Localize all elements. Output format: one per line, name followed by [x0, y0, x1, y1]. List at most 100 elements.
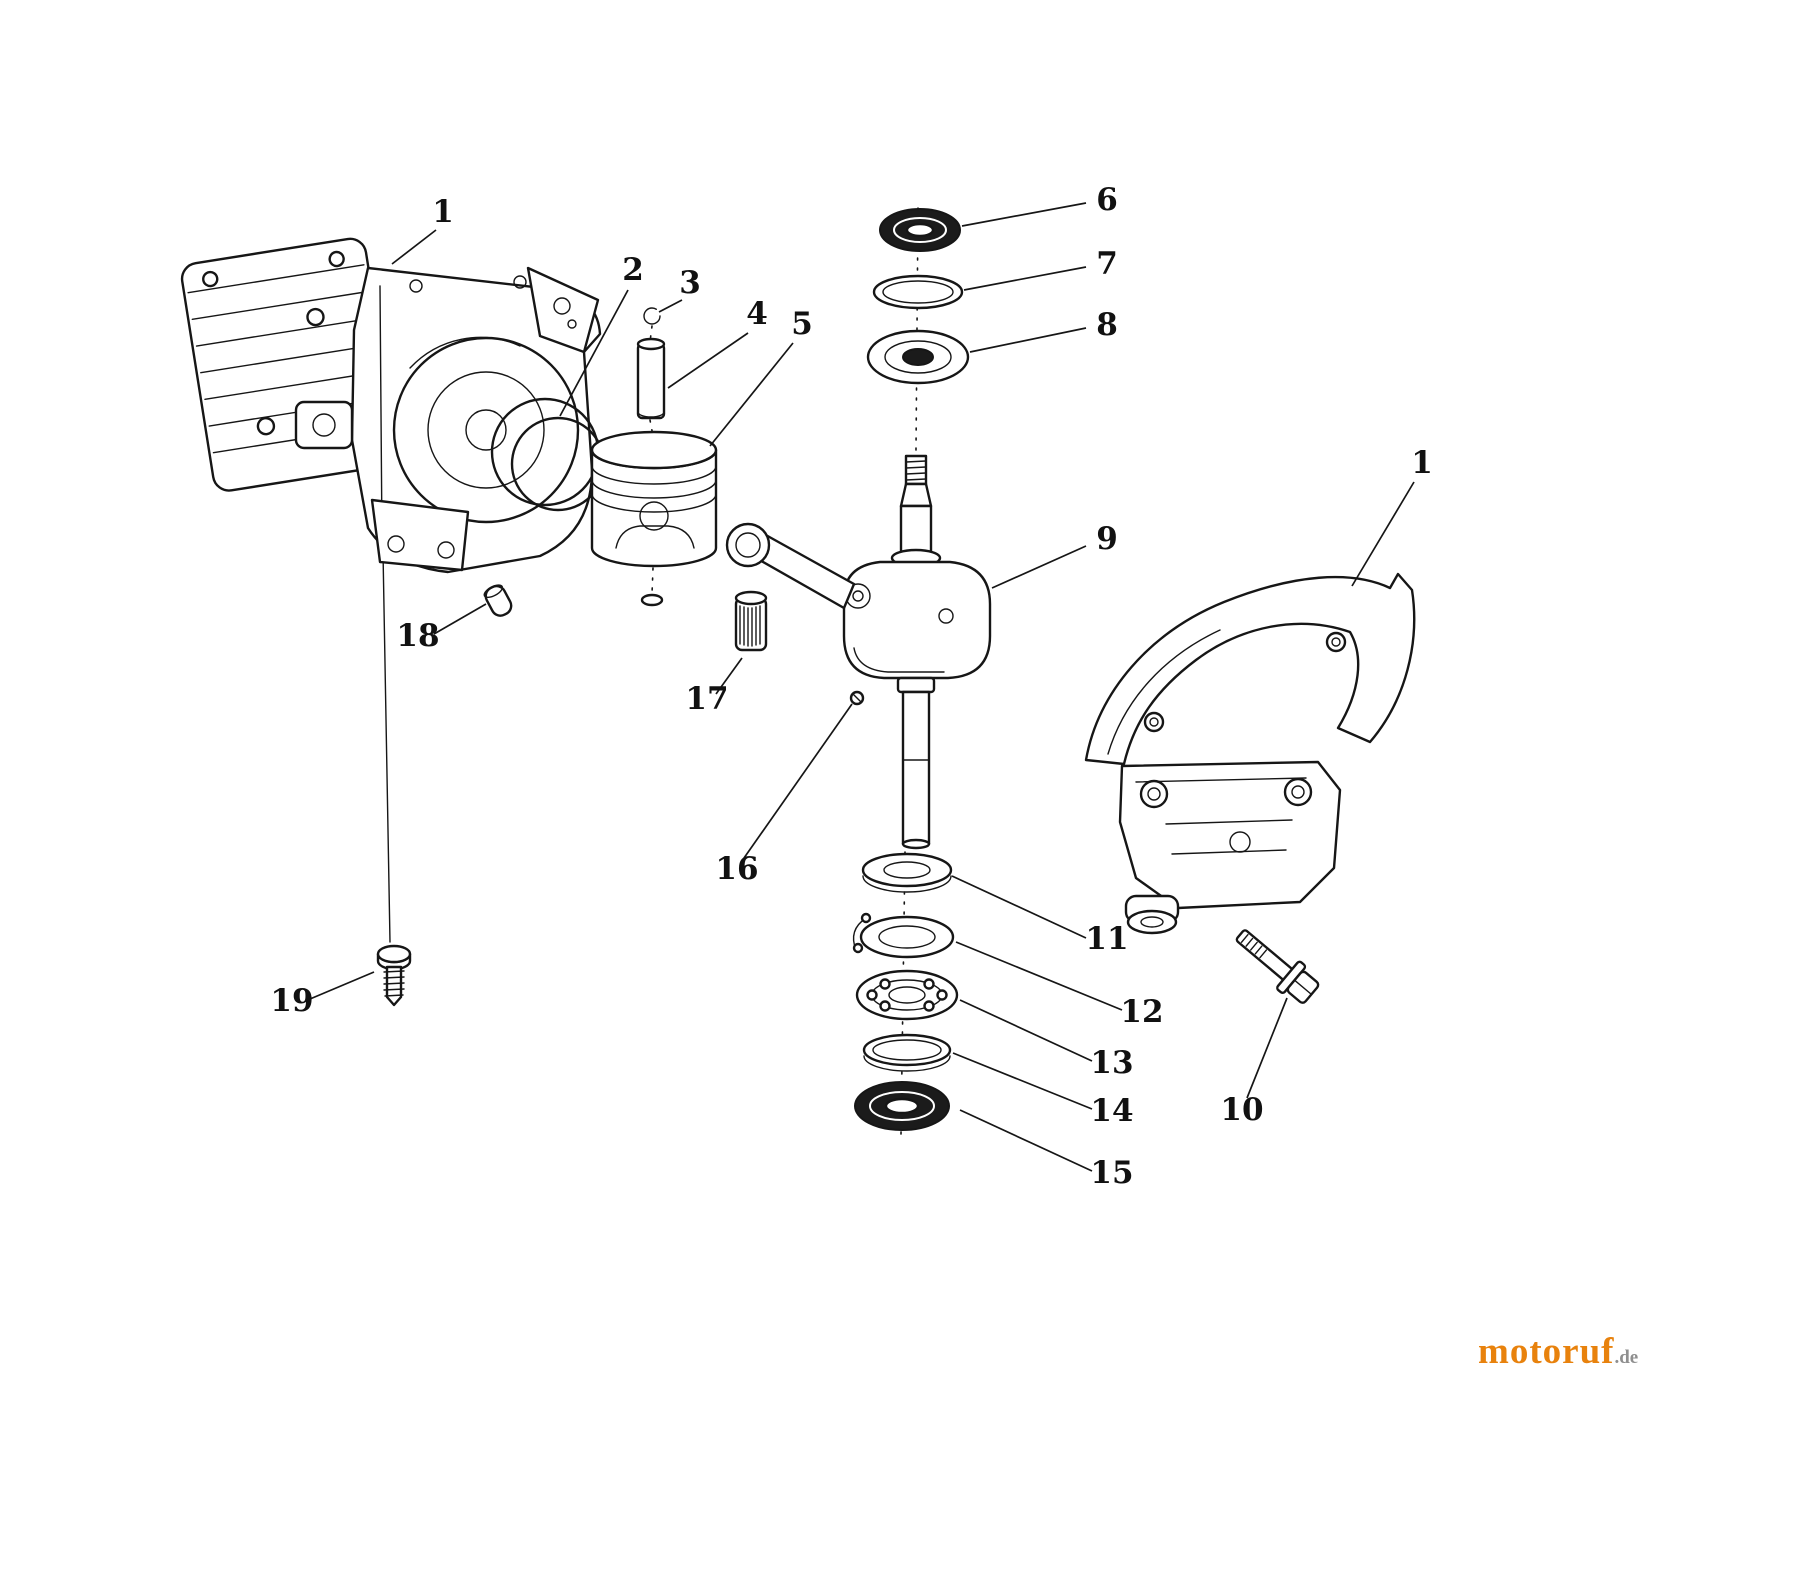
cooling-fin — [200, 344, 378, 374]
snap-ring-eye — [852, 942, 864, 954]
shaft-end — [901, 838, 931, 850]
part-callout-8: 8 — [1096, 307, 1118, 343]
ring-groove — [591, 493, 717, 513]
leader-line-7 — [963, 266, 1087, 291]
bearing-race-with-clip — [852, 912, 955, 959]
leader-line-14 — [952, 1052, 1093, 1110]
part-callout-14: 14 — [1090, 1093, 1133, 1129]
case-bolt-hole — [409, 279, 423, 293]
part-callout-4: 4 — [746, 296, 768, 332]
crankcase-cover — [1084, 572, 1416, 935]
rod-small-end — [725, 522, 771, 568]
crank-pin-center — [852, 590, 864, 602]
upper-o-ring — [872, 274, 964, 310]
piston-crown — [590, 430, 718, 470]
cover-top-edge — [1135, 777, 1307, 783]
piston — [590, 430, 718, 607]
leader-line-11 — [951, 875, 1087, 939]
leader-line-17 — [715, 657, 743, 695]
set-screw — [849, 690, 865, 706]
exhaust-port-hole — [312, 413, 336, 437]
washer-bore — [883, 861, 931, 879]
bearing-ball — [923, 978, 935, 990]
screw-thread — [383, 982, 405, 985]
flange-hole — [553, 297, 571, 315]
screw-head-top — [376, 944, 412, 964]
leader-line-12 — [955, 941, 1123, 1011]
lower-o-ring-washer — [862, 1033, 952, 1072]
head-bolt — [256, 416, 276, 436]
axis-line-wristpin-bottom — [649, 419, 654, 437]
part-callout-10: 10 — [1220, 1092, 1263, 1128]
part-callout-13: 13 — [1090, 1045, 1133, 1081]
washer-thickness — [863, 1055, 951, 1072]
cooling-fin — [204, 370, 382, 401]
bracket-hole — [437, 541, 455, 559]
piston-clip — [640, 593, 664, 607]
bore-detail-arc — [409, 336, 521, 369]
lower-ball-bearing — [855, 969, 959, 1021]
cover-rib — [1171, 849, 1287, 855]
watermark-suffix: .de — [1614, 1347, 1639, 1368]
cover-shroud — [1084, 572, 1416, 766]
part-callout-5: 5 — [791, 306, 813, 342]
leader-line-9 — [991, 545, 1087, 589]
crank-bore-outer — [392, 336, 580, 524]
bearing-ball — [879, 978, 891, 990]
upper-oil-seal — [879, 208, 961, 252]
snap-ring-eye — [860, 912, 872, 924]
leader-line-2 — [559, 289, 629, 417]
bearing-ball — [879, 1000, 891, 1012]
thread-line — [905, 472, 927, 475]
part-callout-9: 9 — [1096, 521, 1118, 557]
cover-rib — [1165, 819, 1293, 825]
thread-line — [905, 466, 927, 469]
bearing-bore — [888, 986, 926, 1004]
axis-line-wristpin-top — [649, 325, 653, 343]
wristpin-retainer-ring — [643, 307, 661, 325]
leader-line-1-right — [1351, 481, 1415, 587]
bearing-ball — [923, 1000, 935, 1012]
mounting-flange — [526, 266, 600, 354]
cooling-fin — [187, 264, 365, 294]
bolt-shaft — [1235, 929, 1294, 982]
leader-line-18 — [433, 603, 487, 635]
watermark-brand: motoruf — [1478, 1331, 1615, 1372]
connecting-rod — [725, 522, 856, 610]
dowel-pin — [483, 584, 513, 617]
lower-oil-seal — [854, 1081, 950, 1131]
counterweight — [842, 560, 992, 680]
flange-hole — [567, 319, 577, 329]
wrist-pin-bottom-arc — [637, 411, 665, 418]
shroud-boss-hole — [1331, 637, 1341, 647]
flange-bolt — [1235, 929, 1320, 1004]
leader-line-3 — [658, 299, 683, 313]
crank-upper-journal — [899, 504, 933, 558]
crank-bore-inner — [465, 409, 507, 451]
bearing-inner-race — [884, 340, 952, 374]
needle-bearing — [734, 590, 768, 652]
bolt-alignment-line — [382, 551, 391, 943]
leader-line-16 — [743, 703, 853, 859]
rod-small-end-bore — [735, 532, 761, 558]
race-bore — [878, 925, 936, 949]
ring-groove — [591, 479, 717, 499]
cooling-fin — [195, 317, 374, 347]
screw-thread — [384, 994, 404, 997]
thread-line — [905, 460, 927, 463]
bolt-thread — [1250, 941, 1258, 951]
head-bolt — [328, 250, 345, 268]
crank-taper — [899, 482, 933, 508]
counterweight-contour — [853, 647, 945, 673]
part-callout-11: 11 — [1085, 921, 1128, 957]
part-callout-17: 17 — [685, 681, 728, 717]
bottom-bracket — [370, 498, 470, 572]
crank-bore-middle — [427, 371, 545, 489]
part-callout-18: 18 — [396, 618, 439, 654]
piston-skirt-arch — [615, 525, 695, 549]
part-callout-16: 16 — [715, 851, 758, 887]
part-callout-1-left: 1 — [432, 194, 454, 230]
cover-boss-hole — [1291, 785, 1305, 799]
part-callout-12: 12 — [1120, 994, 1163, 1030]
